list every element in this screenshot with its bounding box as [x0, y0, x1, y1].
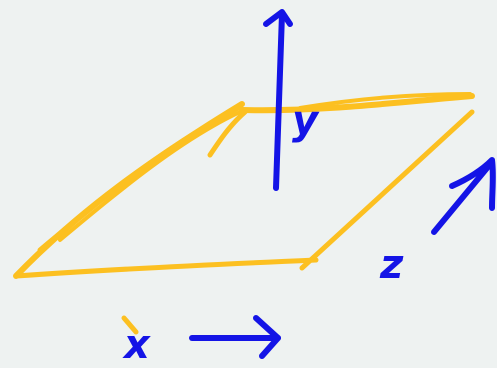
y-label: y	[292, 98, 320, 144]
x-axis-arrowhead	[253, 315, 281, 359]
y-axis-line	[273, 11, 285, 191]
z-label: z	[379, 242, 404, 288]
plane-front-edge	[13, 257, 319, 279]
plane-back-edge-overstroke	[298, 92, 472, 110]
plane-back-edge	[239, 93, 475, 114]
axes	[189, 9, 496, 359]
x-label-yellow-stroke	[121, 315, 139, 335]
x-label: x	[122, 322, 151, 368]
xz-plane	[13, 92, 475, 335]
y-axis-arrowhead	[263, 9, 293, 27]
z-axis-line	[431, 159, 495, 235]
plane-left-edge-overstroke	[37, 105, 241, 253]
z-axis-arrowhead	[449, 157, 496, 211]
plane-right-edge	[299, 109, 475, 271]
plane-left-edge-overstroke-2	[58, 110, 242, 242]
plane-left-edge-overstroke-3	[207, 109, 248, 158]
